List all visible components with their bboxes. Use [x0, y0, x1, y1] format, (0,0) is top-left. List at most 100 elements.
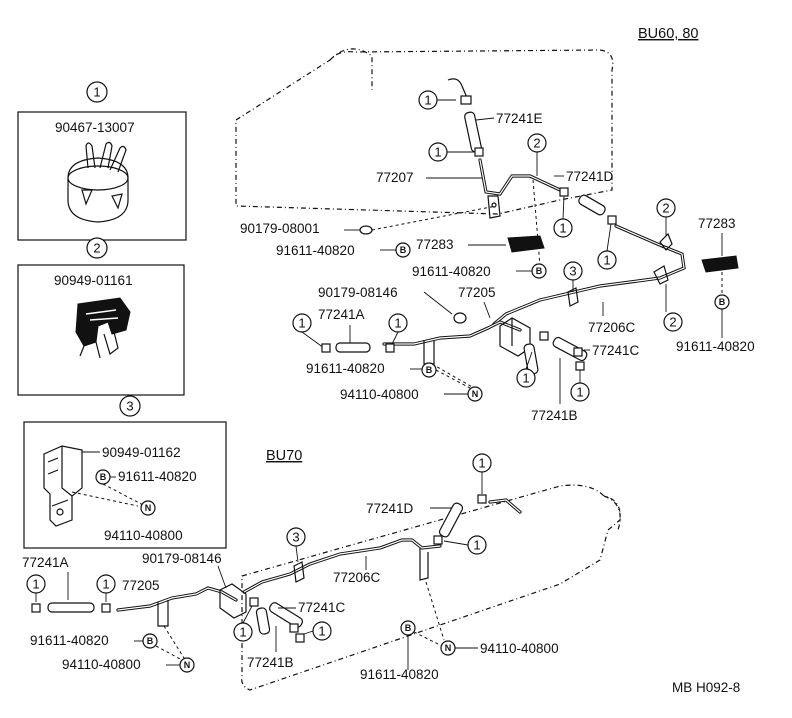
part-77241d: 77241D [566, 169, 614, 184]
part-77207: 77207 [376, 170, 414, 185]
bolt-symbol-label: B [719, 297, 726, 307]
marker-label: 1 [32, 577, 39, 592]
marker-label: 1 [434, 145, 441, 160]
marker-label: 1 [424, 93, 431, 108]
hose-clamp-icon [67, 141, 129, 223]
pipe-clamp-77283 [507, 235, 545, 253]
part-77241c: 77241C [592, 343, 640, 358]
index-marker-2-label: 2 [93, 241, 100, 256]
part-77283: 77283 [416, 237, 454, 252]
nut-symbol-label: N [472, 389, 479, 399]
marker-label: 2 [662, 201, 669, 216]
bolt-symbol-label: B [147, 636, 154, 646]
legend-2-part-number: 90949-01161 [54, 273, 133, 288]
legend-item-3: 3 90949-01162 B 91611-40820 N 94110-4080… [23, 395, 227, 549]
index-marker-2 [86, 237, 108, 259]
clamp [477, 494, 487, 504]
diagram-code: MB H092-8 [672, 680, 740, 695]
part-90179-08001: 90179-08001 [240, 221, 320, 236]
hose-77241a [47, 602, 95, 613]
part-77241c: 77241C [298, 600, 346, 615]
clamp [385, 343, 395, 353]
clamp [433, 535, 443, 545]
bolt-symbol-label: B [100, 472, 107, 482]
fuel-pipe-77205 [382, 317, 531, 365]
hose-77241b [552, 336, 588, 362]
fuel-pipe-77206c-lower [242, 538, 442, 594]
nut-symbol-label: N [145, 503, 152, 513]
clamp [321, 343, 331, 353]
marker-label: 2 [533, 136, 540, 151]
hose-77241a [335, 342, 371, 353]
marker-label: 1 [318, 624, 325, 639]
nut-symbol [467, 386, 483, 402]
index-marker-3-label: 3 [126, 399, 133, 414]
part-94110-40800: 94110-40800 [480, 641, 559, 656]
clamp [607, 215, 617, 225]
dashed-leader [71, 491, 139, 507]
clamp [295, 633, 305, 643]
hose-77241b [268, 602, 304, 628]
part-77241b: 77241B [531, 408, 578, 423]
part-77241e: 77241E [496, 111, 543, 126]
nut-symbol-label: N [184, 660, 191, 670]
marker-label: 1 [478, 456, 485, 471]
bolt-symbol [395, 242, 411, 258]
nut [453, 312, 467, 324]
marker-label: 1 [298, 316, 305, 331]
index-marker-2 [663, 312, 683, 332]
legend-item-2: 2 90949-01161 [17, 237, 185, 396]
part-91611-40820: 91611-40820 [30, 633, 109, 648]
bolt-symbol [142, 633, 158, 649]
bolt-symbol [531, 263, 547, 279]
part-90179-08146: 90179-08146 [142, 551, 222, 566]
legend-1-part-number: 90467-13007 [55, 120, 135, 135]
marker-label: 3 [292, 530, 299, 545]
vent-pipe-77207 [478, 158, 562, 219]
nut-symbol [179, 657, 195, 673]
fuel-tank-lower [241, 484, 621, 691]
pipe-bracket-icon [43, 445, 83, 527]
clamp [289, 623, 299, 633]
clamp [539, 331, 549, 341]
index-marker-3 [119, 395, 141, 417]
section-title-bu60-80: BU60, 80 [638, 26, 698, 42]
bolt-symbol-label: B [405, 623, 412, 633]
vent-pipe-end [447, 78, 469, 101]
part-91611-40820: 91611-40820 [360, 667, 439, 682]
clamp [474, 147, 484, 157]
part-77205: 77205 [122, 578, 160, 593]
part-77241b: 77241B [247, 655, 294, 670]
index-marker-1-label: 1 [93, 85, 100, 100]
clamp [101, 603, 111, 613]
legend-3-part-number: 90949-01162 [102, 445, 181, 460]
part-77206c: 77206C [588, 320, 636, 335]
hose-77241e [464, 111, 482, 153]
part-94110-40800: 94110-40800 [340, 387, 419, 402]
legend-box-3 [23, 421, 227, 549]
nut [359, 225, 373, 235]
legend-3-bolt-part: 91611-40820 [118, 469, 197, 484]
legend-box-2 [17, 264, 185, 396]
nut-symbol [140, 500, 156, 516]
nut-symbol-label: N [445, 643, 452, 653]
clamp [31, 603, 41, 613]
dashed-leader [102, 483, 146, 507]
marker-label: 1 [394, 316, 401, 331]
part-77241a: 77241A [22, 555, 69, 570]
fuel-pipe-77205-lower [116, 583, 247, 627]
clamp [575, 361, 585, 371]
bolt-symbol-label: B [400, 245, 407, 255]
part-77205: 77205 [458, 285, 496, 300]
marker-label: 1 [102, 577, 109, 592]
bolt-symbol-label: B [426, 365, 433, 375]
marker-label: 1 [576, 385, 583, 400]
pipe-clamp-icon [75, 297, 131, 359]
part-91611-40820: 91611-40820 [306, 361, 385, 376]
clamp [559, 187, 569, 197]
fuel-tank-upper [235, 48, 614, 215]
part-91611-40820: 91611-40820 [676, 339, 755, 354]
pipe-clamp-77283 [701, 255, 739, 273]
marker-label: 1 [473, 538, 480, 553]
